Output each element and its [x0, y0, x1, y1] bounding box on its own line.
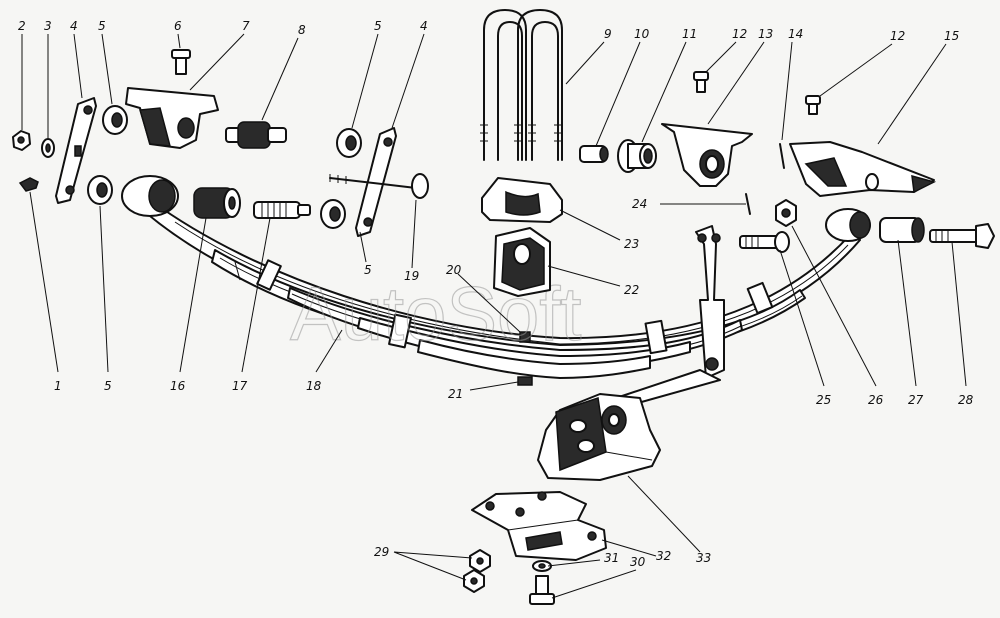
callout-5-top-left: 5: [98, 19, 106, 33]
part-18-shock-absorber-link: [609, 225, 725, 409]
part-5-washer-d: [320, 199, 346, 229]
callout-9: 9: [604, 27, 612, 41]
part-24-cotter-pin: [745, 193, 751, 215]
part-4-shackle-plate-left: [55, 97, 97, 204]
callout-17: 17: [232, 379, 248, 393]
part-26-castle-nut: [775, 199, 797, 227]
part-16-bushing: [193, 187, 241, 219]
part-22-rubber-cushion: [493, 227, 551, 297]
part-5-washer-b: [87, 175, 113, 205]
part-25-bolt: [739, 231, 790, 253]
callout-21: 21: [448, 387, 463, 401]
callout-7: 7: [242, 19, 250, 33]
callout-26: 26: [868, 393, 884, 407]
part-23-spring-pad: [481, 177, 563, 223]
callout-29: 29: [374, 545, 389, 559]
part-3-washer: [41, 138, 55, 158]
part-7-bracket: [125, 87, 219, 149]
part-5-washer-a: [102, 105, 128, 135]
callout-23: 23: [624, 237, 639, 251]
callout-28: 28: [958, 393, 974, 407]
part-28-bolt: [929, 223, 995, 249]
part-27-bushing: [879, 217, 925, 243]
callout-27: 27: [908, 393, 924, 407]
part-12-bolt-b: [805, 95, 821, 115]
callout-31: 31: [604, 551, 619, 565]
part-5-washer-c: [336, 128, 362, 158]
part-30-bolt: [529, 575, 555, 605]
callout-8: 8: [298, 23, 306, 37]
callout-13: 13: [758, 27, 773, 41]
callout-19: 19: [404, 269, 419, 283]
part-8-pin: [225, 121, 287, 149]
callout-4-left: 4: [70, 19, 78, 33]
part-2-nut: [12, 130, 31, 151]
callout-1: 1: [54, 379, 62, 393]
callout-11: 11: [682, 27, 697, 41]
part-33-shock-absorber-body: [537, 393, 661, 481]
callout-15: 15: [944, 29, 959, 43]
part-9-u-bolts: [480, 8, 563, 161]
callout-30: 30: [630, 555, 646, 569]
part-1-grease-fitting: [18, 177, 39, 192]
callout-20: 20: [446, 263, 462, 277]
callout-32: 32: [656, 549, 671, 563]
leader-lines: [21, 33, 967, 599]
part-14-cotter-pin: [779, 143, 785, 169]
callout-12-right: 12: [890, 29, 905, 43]
part-10-bushing: [579, 145, 609, 163]
callout-4-right: 4: [420, 19, 428, 33]
callout-5-bottom-left: 5: [104, 379, 112, 393]
part-29-nut-a: [469, 549, 491, 573]
part-6-bolt: [171, 49, 191, 75]
leaf-spring: [121, 175, 871, 386]
part-4-shackle-plate-right: [355, 127, 397, 237]
part-11-flanged-bushing: [617, 139, 657, 173]
callout-22: 22: [624, 283, 639, 297]
callout-16: 16: [170, 379, 186, 393]
callout-6: 6: [174, 19, 182, 33]
callout-labels: 1 2 3 4 5 6 7 8 5 4 9 10 11 12 13 14 12 …: [18, 19, 974, 569]
callout-33: 33: [696, 551, 711, 565]
callout-14: 14: [788, 27, 803, 41]
callout-18: 18: [306, 379, 322, 393]
part-29-nut-b: [463, 569, 485, 593]
part-19-shackle-bolt: [329, 173, 429, 199]
callout-5-top-mid: 5: [374, 19, 382, 33]
part-12-bolt-a: [693, 71, 709, 93]
callout-2: 2: [18, 19, 26, 33]
part-17-threaded-pin: [253, 201, 311, 219]
part-15-bracket: [789, 141, 937, 197]
callout-5-bottom-mid: 5: [364, 263, 372, 277]
part-13-bracket: [661, 123, 753, 187]
callout-3: 3: [44, 19, 52, 33]
callout-10: 10: [634, 27, 650, 41]
part-32-mounting-plate: [471, 491, 607, 561]
callout-24: 24: [632, 197, 647, 211]
callout-12-left: 12: [732, 27, 747, 41]
callout-25: 25: [816, 393, 831, 407]
